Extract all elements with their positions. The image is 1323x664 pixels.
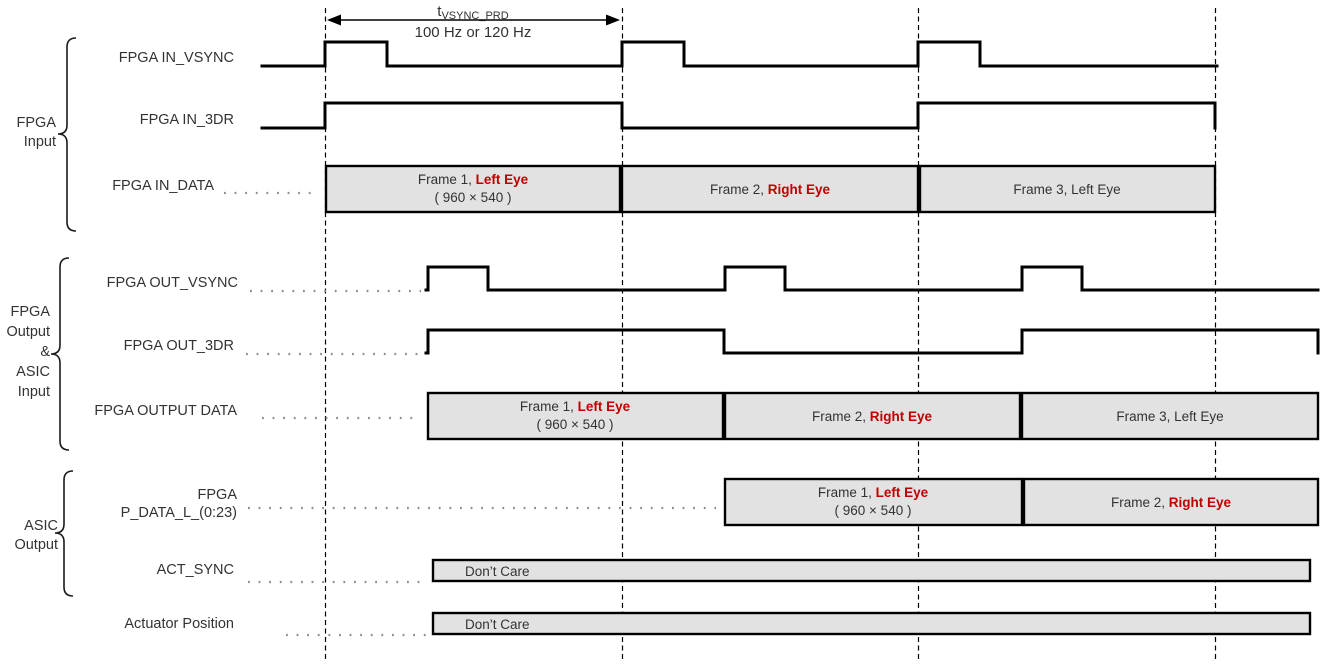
group-label-line: ASIC [24,518,58,534]
arrowhead-right-icon [606,14,620,26]
frame-box-size-label: ( 960 × 540 ) [435,190,512,205]
signal-label-fpga-output-data: FPGA OUTPUT DATA [94,403,237,419]
row-act-sync: ACT_SYNC Don’t Care [157,558,1312,584]
group-fpga-input: FPGA Input [17,37,77,232]
asic-output-brace [54,470,74,597]
frame-box-in-data-2 [620,164,920,214]
arrowhead-left-icon [327,14,341,26]
signal-label-actuator-position: Actuator Position [124,616,234,632]
frame-box-p-data-1 [723,477,1024,527]
waveform-fpga-out-vsync [424,265,1320,292]
t-vsync-prd-label: tVSYNC_PRD [437,3,508,22]
signal-label-act-sync: ACT_SYNC [157,562,234,578]
group-label-line: Output [6,324,50,340]
fpga-output-asic-input-brace [50,257,70,451]
row-fpga-in-data: FPGA IN_DATA Frame 1, Left Eye ( 960 × 5… [112,164,1217,214]
waveform-fpga-out-3dr [424,328,1320,355]
frame-box-label: Frame 2, Right Eye [812,409,933,424]
frame-box-label: Frame 1, Left Eye [520,399,631,414]
row-fpga-output-data: FPGA OUTPUT DATA Frame 1, Left Eye ( 960… [94,391,1320,441]
group-label-line: & [40,344,50,360]
group-label-line: FPGA [17,115,57,131]
dont-care-label: Don’t Care [465,564,530,579]
group-label-line: Output [14,537,58,553]
frame-box-label: Frame 1, Left Eye [418,172,529,187]
frame-box-in-data-3 [918,164,1217,214]
frame-box-size-label: ( 960 × 540 ) [537,417,614,432]
signal-label-fpga-p-data-line2: P_DATA_L_(0:23) [121,505,237,521]
signal-label-fpga-out-3dr: FPGA OUT_3DR [124,338,234,354]
frame-box-output-data-3 [1020,391,1320,441]
row-fpga-in-vsync: FPGA IN_VSYNC [119,40,1219,68]
frame-box-output-data-1 [426,391,725,441]
frequency-label: 100 Hz or 120 Hz [415,24,532,41]
frame-box-p-data-2 [1022,477,1320,527]
fpga-input-brace [57,37,77,232]
frame-box-label: Frame 3, Left Eye [1116,409,1223,424]
frame-box-size-label: ( 960 × 540 ) [835,503,912,518]
frame-box-label: Frame 2, Right Eye [710,182,831,197]
dont-care-label: Don’t Care [465,617,530,632]
frame-boundary-gridlines [324,8,1217,660]
signal-label-fpga-in-vsync: FPGA IN_VSYNC [119,50,234,66]
signal-label-fpga-p-data-line1: FPGA [198,487,238,503]
group-fpga-output-asic-input: FPGA Output & ASIC Input [6,257,70,451]
frame-box-label: Frame 1, Left Eye [818,485,929,500]
frame-box-in-data-1 [324,164,622,214]
row-fpga-out-3dr: FPGA OUT_3DR [124,328,1320,356]
signal-label-fpga-out-vsync: FPGA OUT_VSYNC [107,275,238,291]
row-fpga-in-3dr: FPGA IN_3DR [140,101,1217,130]
dont-care-box-act-sync [431,558,1312,583]
group-label-line: FPGA [11,304,51,320]
frame-box-output-data-2 [723,391,1022,441]
waveform-fpga-in-vsync [260,40,1219,68]
group-label-line: Input [24,134,56,150]
frame-box-label: Frame 2, Right Eye [1111,495,1232,510]
row-fpga-p-data: FPGA P_DATA_L_(0:23) Frame 1, Left Eye (… [121,477,1320,527]
vsync-period-annotation: tVSYNC_PRD 100 Hz or 120 Hz [327,3,620,41]
group-label-line: Input [18,384,50,400]
dont-care-box-actuator-position [431,611,1312,636]
group-label-line: ASIC [16,364,50,380]
row-actuator-position: Actuator Position Don’t Care [124,611,1312,637]
signal-label-fpga-in-3dr: FPGA IN_3DR [140,112,234,128]
row-fpga-out-vsync: FPGA OUT_VSYNC [107,265,1320,293]
waveform-fpga-in-3dr [260,101,1217,130]
signal-label-fpga-in-data: FPGA IN_DATA [112,178,214,194]
group-asic-output: ASIC Output [14,470,74,597]
frame-box-label: Frame 3, Left Eye [1013,182,1120,197]
